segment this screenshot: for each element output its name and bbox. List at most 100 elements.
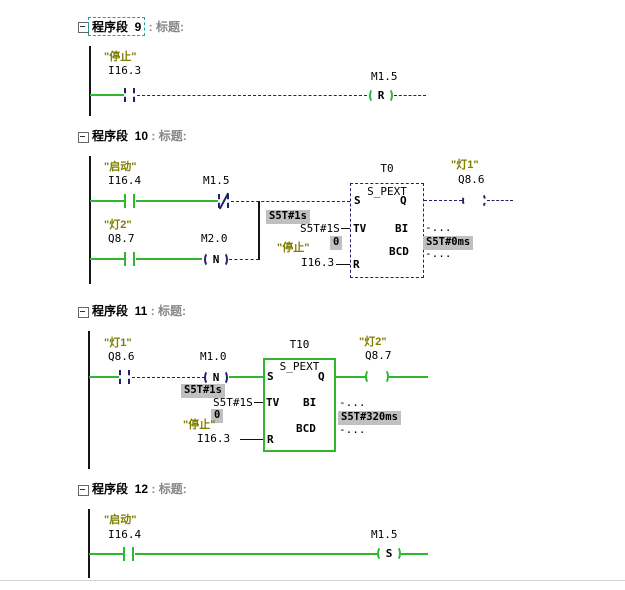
coil-paren-left-icon	[377, 546, 386, 561]
operand-address[interactable]: M1.5	[203, 174, 230, 187]
bi-operand[interactable]: -...	[339, 396, 366, 409]
contact-start[interactable]	[123, 547, 134, 561]
tv-operand[interactable]: S5T#1S	[300, 222, 340, 235]
network-title[interactable]: 程序段 10	[92, 129, 149, 143]
bcd-operand[interactable]: -...	[339, 423, 366, 436]
wire	[136, 200, 218, 202]
symbol-label: "停止"	[277, 242, 310, 254]
contact-lamp2[interactable]	[124, 252, 135, 266]
negative-edge-contact[interactable]: N	[204, 370, 228, 385]
symbol-label: "灯2"	[104, 219, 132, 231]
wire	[136, 258, 202, 260]
wire	[89, 553, 123, 555]
wire	[394, 95, 426, 96]
operand-address[interactable]: M1.0	[200, 350, 227, 363]
symbol-label: "停止"	[104, 51, 137, 63]
wire	[90, 200, 124, 202]
timer-name[interactable]: T10	[289, 338, 310, 351]
tv-operand[interactable]: S5T#1S	[213, 396, 253, 409]
network-title[interactable]: 程序段 12	[92, 482, 149, 496]
collapse-icon[interactable]	[78, 132, 89, 143]
timer-block-s-pext[interactable]	[263, 358, 336, 452]
operand-address[interactable]: I16.4	[108, 528, 142, 541]
coil-paren-left-icon	[369, 88, 378, 103]
collapse-icon[interactable]	[78, 307, 89, 318]
network-title-suffix: : 标题:	[148, 482, 187, 496]
operand-address[interactable]: Q8.6	[458, 173, 485, 186]
symbol-label: "灯1"	[104, 337, 132, 349]
negative-edge-contact[interactable]: N	[204, 252, 228, 267]
symbol-label: "灯1"	[451, 159, 479, 171]
watch-value: 0	[211, 409, 224, 423]
contact-nc-m15[interactable]	[218, 192, 230, 210]
operand-address[interactable]: Q8.7	[365, 349, 392, 362]
network-9-header: 程序段 9 : 标题:	[88, 17, 185, 36]
pin-stub	[341, 228, 350, 229]
operand-address[interactable]: M1.5	[371, 70, 398, 83]
coil-paren-left-icon	[365, 369, 374, 384]
wire	[229, 376, 263, 378]
set-coil[interactable]: S	[377, 546, 401, 561]
network-title[interactable]: 程序段 11	[92, 304, 148, 318]
pin-label-bi: BI	[395, 222, 409, 235]
operand-address[interactable]: I16.4	[108, 174, 142, 187]
wire	[424, 200, 462, 201]
network-title-suffix: : 标题:	[145, 20, 185, 34]
bi-operand[interactable]: -...	[425, 221, 452, 234]
pin-stub	[254, 402, 263, 403]
network-title-suffix: : 标题:	[148, 129, 187, 143]
pin-label-q: Q	[318, 370, 325, 383]
output-coil[interactable]	[365, 369, 389, 384]
r-operand[interactable]: I16.3	[301, 256, 335, 269]
operand-address[interactable]: I16.3	[108, 64, 142, 77]
contact-start[interactable]	[124, 194, 135, 208]
coil-paren-right-icon	[477, 193, 486, 208]
wire	[229, 259, 259, 260]
r-operand[interactable]: I16.3	[197, 432, 231, 445]
network-12-header: 程序段 12 : 标题:	[92, 480, 187, 497]
paren-left-icon	[204, 252, 213, 267]
wire	[231, 201, 350, 202]
wire	[487, 200, 513, 201]
pin-stub	[336, 264, 350, 265]
bottom-divider	[0, 580, 625, 581]
coil-paren-right-icon	[392, 546, 401, 561]
collapse-icon[interactable]	[78, 485, 89, 496]
wire	[89, 376, 119, 378]
reset-coil[interactable]: R	[369, 88, 393, 103]
output-coil[interactable]	[462, 193, 486, 208]
power-rail	[89, 46, 91, 116]
pin-label-bcd: BCD	[389, 245, 409, 258]
bcd-operand[interactable]: -...	[425, 247, 452, 260]
coil-paren-right-icon	[384, 88, 393, 103]
network-title-suffix: : 标题:	[147, 304, 187, 318]
watch-value: S5T#1s	[181, 384, 225, 398]
power-rail	[89, 156, 91, 284]
contact-stop[interactable]	[124, 88, 135, 102]
network-title[interactable]: 程序段 9	[88, 17, 146, 36]
operand-address[interactable]: Q8.6	[108, 350, 135, 363]
timer-name[interactable]: T0	[380, 162, 394, 175]
operand-address[interactable]: M1.5	[371, 528, 398, 541]
pin-stub	[240, 439, 263, 440]
timer-block-s-pext[interactable]	[350, 183, 424, 278]
pin-label-bcd: BCD	[296, 422, 316, 435]
contact-lamp1[interactable]	[119, 370, 130, 384]
symbol-label: "停止"	[183, 419, 216, 431]
wire	[336, 376, 366, 378]
pin-label-bi: BI	[303, 396, 317, 409]
wire	[90, 258, 124, 260]
pin-label-q: Q	[400, 194, 407, 207]
branch-merge-line	[258, 201, 260, 260]
pin-label-s: S	[354, 194, 361, 207]
paren-right-icon	[219, 370, 228, 385]
network-10-header: 程序段 10 : 标题:	[92, 127, 187, 144]
block-type-label: S_PEXT	[367, 185, 407, 198]
paren-left-icon	[204, 370, 213, 385]
watch-value: 0	[330, 236, 343, 250]
operand-address[interactable]: Q8.7	[108, 232, 135, 245]
power-rail	[88, 509, 90, 578]
symbol-label: "启动"	[104, 161, 137, 173]
symbol-label: "灯2"	[359, 336, 387, 348]
operand-address[interactable]: M2.0	[201, 232, 228, 245]
